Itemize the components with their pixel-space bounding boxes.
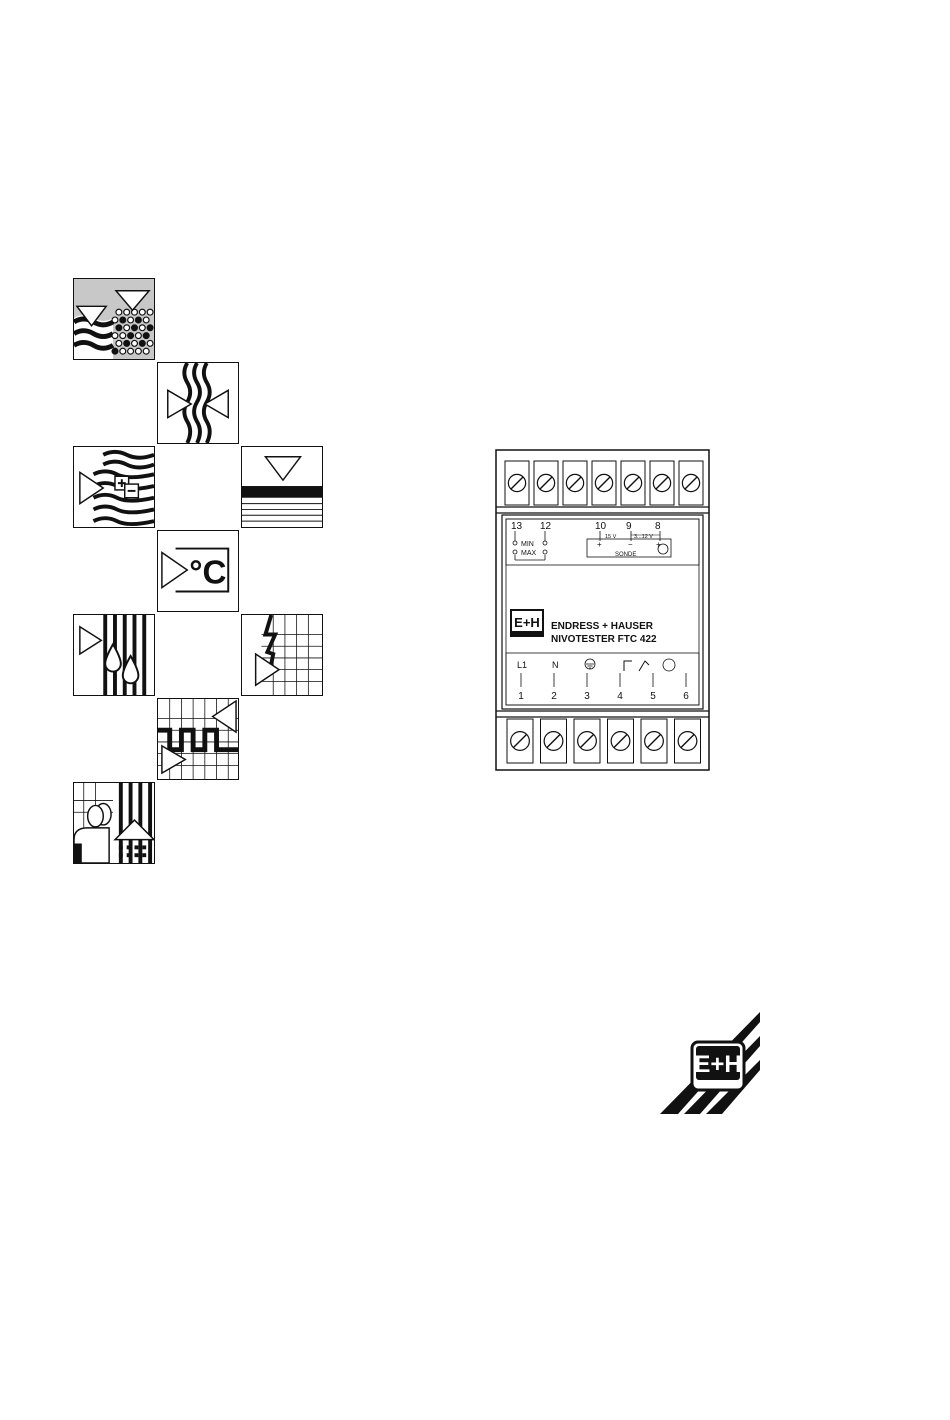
tile-signal [157, 698, 239, 780]
top-screw-terminal [621, 461, 645, 505]
top-screw-terminal [534, 461, 558, 505]
tile-pressure [241, 614, 323, 696]
n-label: N [552, 660, 559, 670]
minus-label: − [628, 540, 633, 549]
device-drawing: 13 12 10 9 8 MIN MAX 15 V 3...12 V + − +… [495, 449, 710, 771]
tile-service [73, 782, 155, 864]
terminal-9-label: 9 [626, 521, 632, 532]
max-label: MAX [521, 550, 537, 557]
tile-moisture [73, 614, 155, 696]
temperature-icon: °C [158, 531, 238, 611]
eh-logo-icon: E+H [660, 1012, 760, 1114]
bottom-screw-terminal [507, 719, 533, 763]
tile-temperature: °C [157, 530, 239, 612]
l1-label: L1 [517, 660, 527, 670]
terminal-number-2: 2 [551, 691, 557, 702]
terminal-number-1: 1 [518, 691, 524, 702]
terminal-10-label: 10 [595, 521, 607, 532]
tile-level-layers [241, 446, 323, 528]
bottom-screw-terminal [541, 719, 567, 763]
bottom-screw-terminal [608, 719, 634, 763]
top-screw-terminal [563, 461, 587, 505]
bottom-screw-terminal [641, 719, 667, 763]
level-limit-liquid-solid-icon [74, 279, 154, 359]
terminal-8-label: 8 [655, 521, 661, 532]
plus-label-1: + [597, 540, 602, 549]
tile-level-liquid-solid [73, 278, 155, 360]
service-icon [74, 783, 154, 863]
moisture-icon [74, 615, 154, 695]
brand-line-1: ENDRESS + HAUSER [551, 621, 654, 632]
terminal-number-4: 4 [617, 691, 623, 702]
corner-logo-text: E+H [694, 1051, 741, 1078]
bottom-screw-terminal [574, 719, 600, 763]
volt-15-label: 15 V [605, 534, 617, 540]
terminal-12-label: 12 [540, 521, 552, 532]
sonde-label: SONDE [615, 552, 636, 558]
analysis-icon [74, 447, 154, 527]
flow-icon [158, 363, 238, 443]
terminal-number-3: 3 [584, 691, 590, 702]
brand-line-2: NIVOTESTER FTC 422 [551, 634, 657, 645]
level-layers-icon [242, 447, 322, 527]
top-screw-terminal [650, 461, 674, 505]
volt-3-12-label: 3...12 V [634, 534, 653, 540]
nivotester-device: 13 12 10 9 8 MIN MAX 15 V 3...12 V + − +… [495, 449, 710, 771]
top-screw-terminal [505, 461, 529, 505]
device-logo-text: E+H [514, 615, 540, 630]
endress-hauser-logo: E+H [660, 1012, 760, 1114]
tile-analysis [73, 446, 155, 528]
bottom-screw-terminal [675, 719, 701, 763]
tile-flow [157, 362, 239, 444]
min-label: MIN [521, 541, 534, 548]
terminal-number-5: 5 [650, 691, 656, 702]
terminal-number-6: 6 [683, 691, 689, 702]
top-screw-terminal [679, 461, 703, 505]
terminal-13-label: 13 [511, 521, 523, 532]
temperature-label: °C [189, 555, 226, 592]
signal-transmission-icon [158, 699, 238, 779]
top-screw-terminal [592, 461, 616, 505]
pressure-icon [242, 615, 322, 695]
